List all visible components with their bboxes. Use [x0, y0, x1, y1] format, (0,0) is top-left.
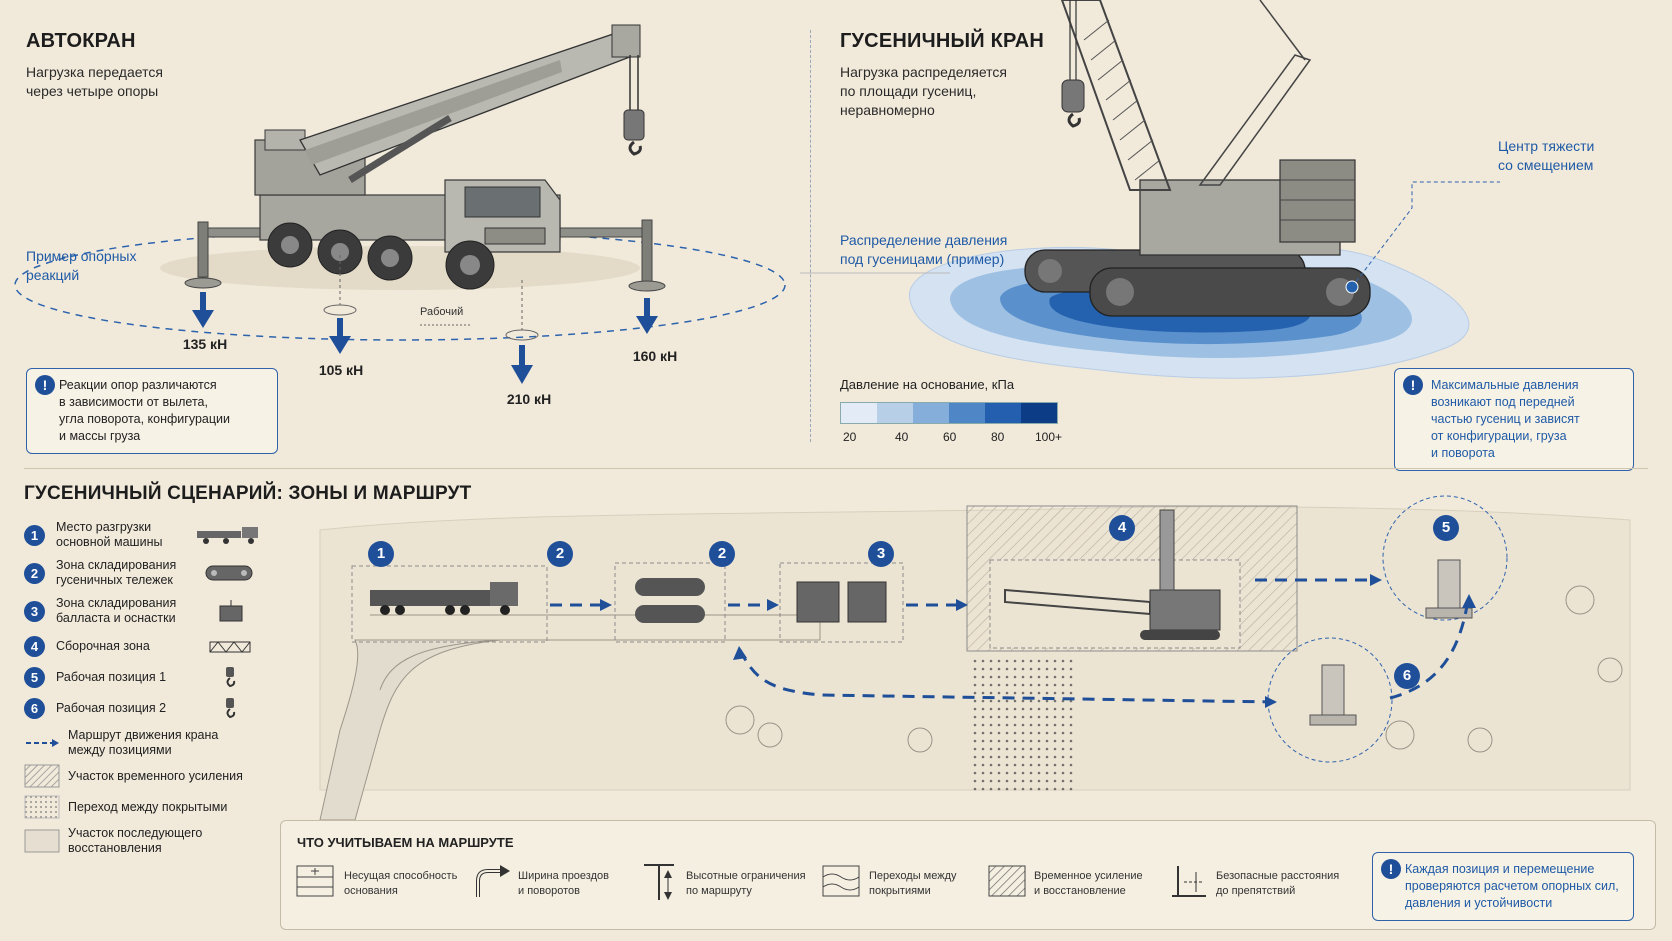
section-divider: [24, 468, 1648, 469]
exclamation-icon: !: [1381, 859, 1401, 879]
soil-layers-icon: [296, 865, 334, 897]
scale-tick: 20: [843, 430, 857, 444]
force-label-2: 105 кН: [318, 362, 364, 378]
plain-area-icon: [24, 829, 60, 853]
truck-crane-illustration: [14, 24, 786, 384]
dashed-route-icon: [26, 739, 59, 747]
scenario-title: ГУСЕНИЧНЫЙ СЦЕНАРИЙ: ЗОНЫ И МАРШРУТ: [24, 483, 472, 504]
force-label-3: 210 кН: [506, 391, 552, 407]
route-panel-title: ЧТО УЧИТЫВАЕМ НА МАРШРУТЕ: [297, 835, 514, 850]
lattice-section-icon: [209, 640, 251, 653]
map-marker-5: 5: [1433, 515, 1459, 541]
map-marker-1: 1: [368, 541, 394, 567]
route-panel-note: ! Каждая позиция и перемещение проверяют…: [1372, 852, 1634, 921]
legend-item-4: 4 Сборочная зона: [24, 636, 262, 657]
hatched-area-icon: [24, 764, 60, 788]
exclamation-icon: !: [1403, 375, 1423, 395]
scale-tick: 80: [991, 430, 1005, 444]
crawler-note: ! Максимальные давления возникают под пе…: [1394, 368, 1634, 471]
scale-swatch: [877, 403, 913, 423]
turn-arrow-icon: [476, 865, 510, 897]
scale-swatch: [1021, 403, 1057, 423]
hatched-square-icon: [988, 865, 1026, 897]
truck-note: ! Реакции опор различаются в зависимости…: [26, 368, 278, 454]
vertical-divider: [810, 30, 811, 442]
clearance-icon: [1172, 866, 1206, 897]
site-map: [319, 495, 1631, 820]
scale-swatch: [841, 403, 877, 423]
crawler-title: ГУСЕНИЧНЫЙ КРАН: [840, 30, 1045, 52]
force-label-4: 160 кН: [632, 348, 678, 364]
reactions-label: Пример опорных реакций: [26, 248, 137, 283]
scale-swatch: [949, 403, 985, 423]
surface-transition-icon: [822, 865, 860, 897]
hook-icon: [226, 698, 236, 719]
truck-subtitle: Нагрузка передается через четыре опоры: [26, 64, 163, 99]
pressure-scale-title: Давление на основание, кПа: [840, 377, 1015, 392]
crawler-crane-illustration: [800, 0, 1500, 379]
ballast-icon: [219, 600, 243, 622]
crawler-subtitle: Нагрузка распределяется по площади гусен…: [840, 64, 1007, 118]
cog-label: Центр тяжести со смещением: [1498, 138, 1595, 173]
legend-item-5: 5 Рабочая позиция 1: [24, 666, 262, 688]
scale-swatch: [985, 403, 1021, 423]
legend-reinforce: Участок временного усиления: [24, 764, 243, 788]
hook-icon: [226, 667, 236, 688]
crawler-track-icon: [205, 565, 253, 581]
scale-tick: 40: [895, 430, 909, 444]
working-radius-label: Рабочий: [420, 306, 464, 318]
legend-item-6: 6 Рабочая позиция 2: [24, 697, 262, 719]
truck-trailer-icon: [197, 527, 258, 544]
scale-tick: 60: [943, 430, 957, 444]
map-marker-3: 3: [868, 541, 894, 567]
force-label-1: 135 кН: [182, 336, 228, 352]
exclamation-icon: !: [35, 375, 55, 395]
map-marker-6: 6: [1394, 663, 1420, 689]
truck-title: АВТОКРАН: [26, 30, 136, 52]
map-marker-2a: 2: [547, 541, 573, 567]
scale-tick: 100+: [1035, 430, 1063, 444]
map-marker-2b: 2: [709, 541, 735, 567]
reaction-arrows: [192, 292, 658, 384]
legend-transition: Переход между покрытыми: [24, 795, 227, 819]
height-limit-icon: [644, 864, 674, 900]
pressure-color-scale: [840, 402, 1058, 424]
dotted-area-icon: [24, 795, 60, 819]
map-marker-4: 4: [1109, 515, 1135, 541]
scale-swatch: [913, 403, 949, 423]
pressure-distribution-label: Распределение давления под гусеницами (п…: [840, 232, 1008, 267]
